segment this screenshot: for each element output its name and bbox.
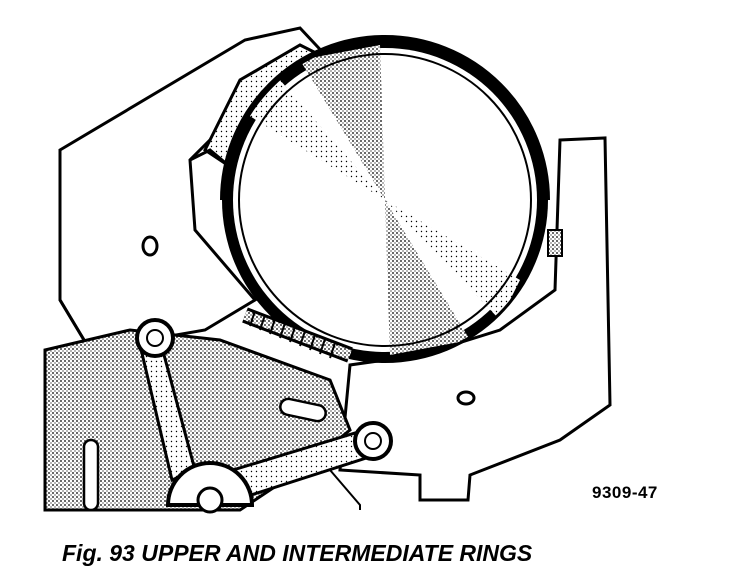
ring-expander-spring bbox=[242, 307, 353, 363]
slot bbox=[82, 438, 100, 512]
tool-plate-right bbox=[338, 136, 612, 502]
slot-inner bbox=[279, 397, 327, 423]
figure-caption: Fig. 93 UPPER AND INTERMEDIATE RINGS bbox=[62, 540, 533, 566]
pivot-hub bbox=[165, 461, 255, 514]
ring-clip-right bbox=[547, 229, 563, 257]
plate-hole bbox=[456, 390, 476, 406]
part-number: 9309-47 bbox=[592, 483, 658, 502]
piston bbox=[222, 37, 548, 363]
housing-hole bbox=[141, 235, 159, 257]
piston-ring bbox=[220, 35, 550, 201]
